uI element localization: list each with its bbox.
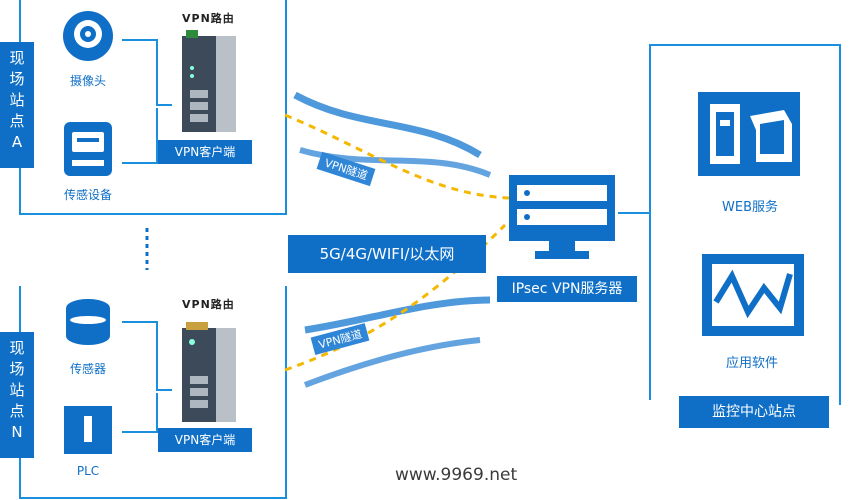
vpn-server-label: IPsec VPN服务器 [497, 276, 637, 302]
vpn-server-icon [507, 173, 617, 263]
network-type-badge: 5G/4G/WIFI/以太网 [288, 235, 486, 273]
vpn-client-a-label: VPN客户端 [158, 140, 252, 164]
web-service-caption: WEB服务 [722, 200, 778, 215]
plc-caption: PLC [76, 464, 100, 478]
tunnel-bottom-blue-lower [303, 337, 481, 388]
site-n-plc-link [122, 393, 158, 433]
site-a-sensor-link [122, 108, 158, 164]
app-software-icon [700, 252, 806, 338]
camera-icon [60, 8, 116, 64]
tunnel-top-blue-upper [293, 91, 482, 158]
monitoring-center-label: 监控中心站点 [679, 396, 829, 428]
camera-caption: 摄像头 [69, 74, 106, 88]
sensor-icon [62, 296, 114, 348]
site-n-label: 现 场 站 点 N [0, 332, 34, 458]
app-software-caption: 应用软件 [725, 356, 778, 371]
router-a-icon [180, 28, 238, 134]
router-n-model: VPN路由 [182, 298, 235, 311]
sensor-device-caption: 传感设备 [63, 188, 112, 202]
router-n-icon [180, 320, 238, 424]
vpn-client-n-label: VPN客户端 [158, 428, 252, 452]
site-a-camera-link [122, 39, 172, 106]
center-frame [649, 44, 841, 405]
web-server-icon [696, 90, 802, 178]
sensor-caption: 传感器 [69, 362, 106, 376]
tunnel-top-yellow [284, 113, 511, 200]
plc-icon [62, 404, 114, 456]
site-n-sensor-link [122, 321, 172, 391]
router-a-model: VPN路由 [182, 12, 235, 25]
sensor-device-icon [62, 120, 114, 178]
watermark: www.9969.net [395, 465, 518, 485]
tunnel-bottom-blue-upper [304, 296, 491, 334]
site-a-label: 现 场 站 点 A [0, 42, 34, 168]
